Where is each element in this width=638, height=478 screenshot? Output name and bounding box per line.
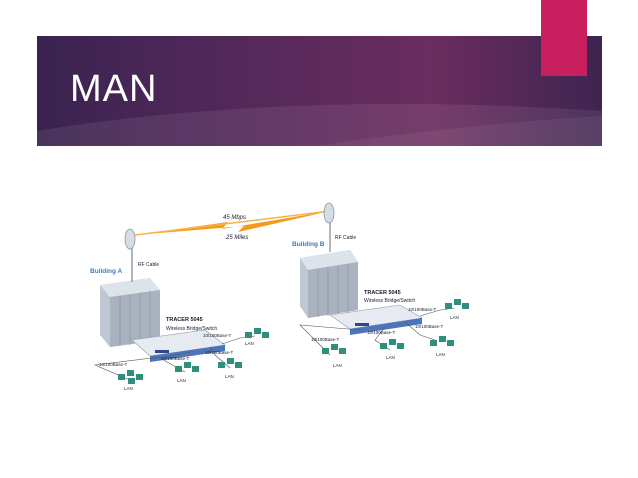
lan-a-3: LAN: [177, 378, 186, 383]
port-a-2: 10/100Base-T: [205, 350, 234, 355]
lan-a-computers: [118, 328, 269, 384]
device-b-name: TRACER 5045: [364, 290, 401, 296]
wireless-link: [134, 210, 331, 236]
lan-b-4: LAN: [333, 363, 342, 368]
device-b-switch: [329, 304, 423, 335]
lan-b-2: LAN: [436, 352, 445, 357]
banner-swoosh: [37, 103, 602, 146]
building-b-label: Building B: [292, 241, 325, 248]
port-a-1: 10/100Base-T: [203, 333, 232, 338]
building-a-label: Building A: [90, 268, 123, 275]
port-a-3: 10/100Base-T: [161, 356, 190, 361]
accent-tab: [541, 0, 587, 76]
lan-a-1: LAN: [245, 341, 254, 346]
antenna-b-icon: [323, 202, 335, 252]
title-banner: [37, 36, 602, 146]
lan-a-2: LAN: [225, 374, 234, 379]
link-speed: 45 Mbps: [223, 215, 246, 221]
lan-b-1: LAN: [450, 315, 459, 320]
building-a-icon: [100, 278, 160, 347]
slide-title: MAN: [70, 68, 158, 110]
device-b-desc: Wireless Bridge/Switch: [364, 298, 415, 304]
building-b-icon: [300, 250, 358, 318]
port-b-2: 10/100Base-T: [415, 324, 444, 329]
antenna-b-label: RF Cable: [335, 235, 356, 241]
antenna-a-icon: [124, 228, 136, 282]
port-b-1: 10/100Base-T: [408, 307, 437, 312]
device-a-switch: [131, 329, 226, 362]
device-a-name: TRACER 5045: [166, 317, 203, 323]
lan-b-3: LAN: [386, 355, 395, 360]
lan-b-computers: [322, 299, 469, 354]
port-b-4: 10/100Base-T: [311, 337, 340, 342]
antenna-a-label: RF Cable: [138, 262, 159, 268]
link-distance: 25 Miles: [225, 235, 248, 241]
lan-a-4: LAN: [124, 386, 133, 391]
building-b: Building B RF Cable TRACER 5045 Wireless…: [292, 202, 469, 368]
device-a-desc: Wireless Bridge/Switch: [166, 326, 217, 332]
port-a-4: 10/100Base-T: [99, 362, 128, 367]
port-b-3: 10/100Base-T: [367, 330, 396, 335]
building-a: Building A RF Cable TRACER 5045 Wireless…: [90, 228, 269, 391]
